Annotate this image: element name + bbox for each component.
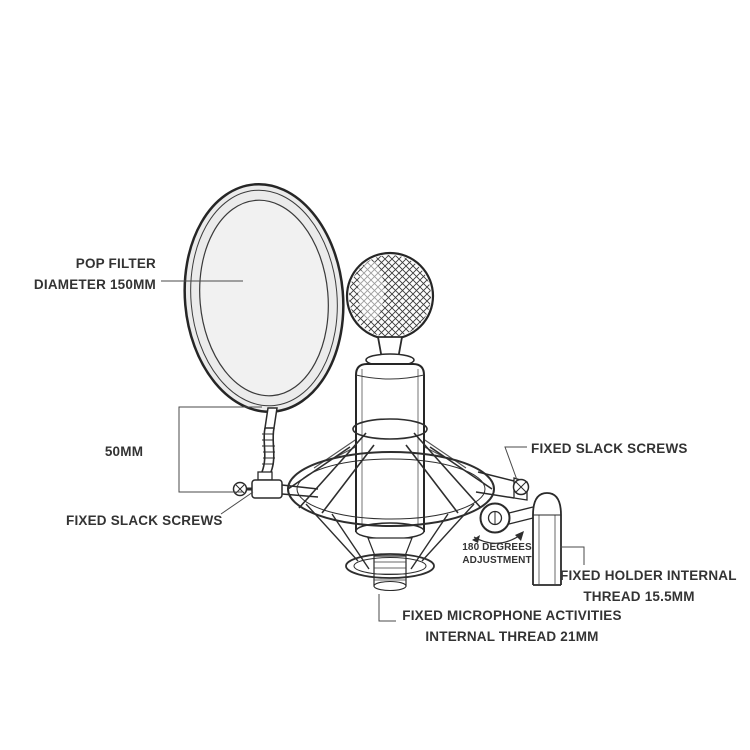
label-fixed-slack-screws-right-text: FIXED SLACK SCREWS (531, 441, 688, 456)
label-50mm-text: 50MM (104, 444, 144, 459)
label-fixed-microphone-line2: INTERNAL THREAD 21MM (425, 628, 599, 644)
leader-lines (161, 280, 585, 622)
gooseneck-arm (261, 407, 278, 473)
leader-slack-right (504, 446, 527, 481)
adjustment-knob (475, 471, 534, 534)
label-180-degrees-line2: ADJUSTMENT (462, 554, 532, 566)
label-180-degrees-line1: 180 DEGREES (462, 542, 532, 553)
condenser-microphone (345, 251, 435, 592)
label-pop-filter-line2: DIAMETER 150MM (33, 276, 156, 292)
leader-slack-left (220, 491, 254, 515)
label-fixed-slack-screws-right: FIXED SLACK SCREWS (531, 439, 688, 460)
leader-holder (560, 546, 585, 565)
label-fixed-slack-screws-left: FIXED SLACK SCREWS (66, 511, 223, 532)
leader-50mm (178, 406, 262, 493)
label-fixed-holder: FIXED HOLDER INTERNAL THREAD 15.5MM (560, 566, 737, 608)
label-fixed-microphone-line1: FIXED MICROPHONE ACTIVITIES (402, 608, 622, 623)
stand-tube (532, 492, 562, 586)
leader-mic-thread (378, 594, 396, 622)
label-fixed-slack-screws-left-text: FIXED SLACK SCREWS (66, 513, 223, 528)
label-pop-filter: POP FILTER DIAMETER 150MM (18, 254, 156, 296)
shock-mount-back-cords (313, 433, 467, 469)
filter-clamp (232, 471, 319, 499)
label-50mm: 50MM (88, 442, 160, 463)
label-180-degrees: 180 DEGREES ADJUSTMENT (458, 542, 536, 567)
pop-filter (183, 182, 345, 414)
label-pop-filter-line1: POP FILTER (75, 256, 156, 271)
label-fixed-holder-line1: FIXED HOLDER INTERNAL (560, 568, 737, 583)
rotation-arrow (472, 531, 524, 544)
spider-shock-mount (287, 418, 495, 579)
label-fixed-microphone: FIXED MICROPHONE ACTIVITIES INTERNAL THR… (398, 606, 626, 648)
label-fixed-holder-line2: THREAD 15.5MM (583, 588, 695, 604)
